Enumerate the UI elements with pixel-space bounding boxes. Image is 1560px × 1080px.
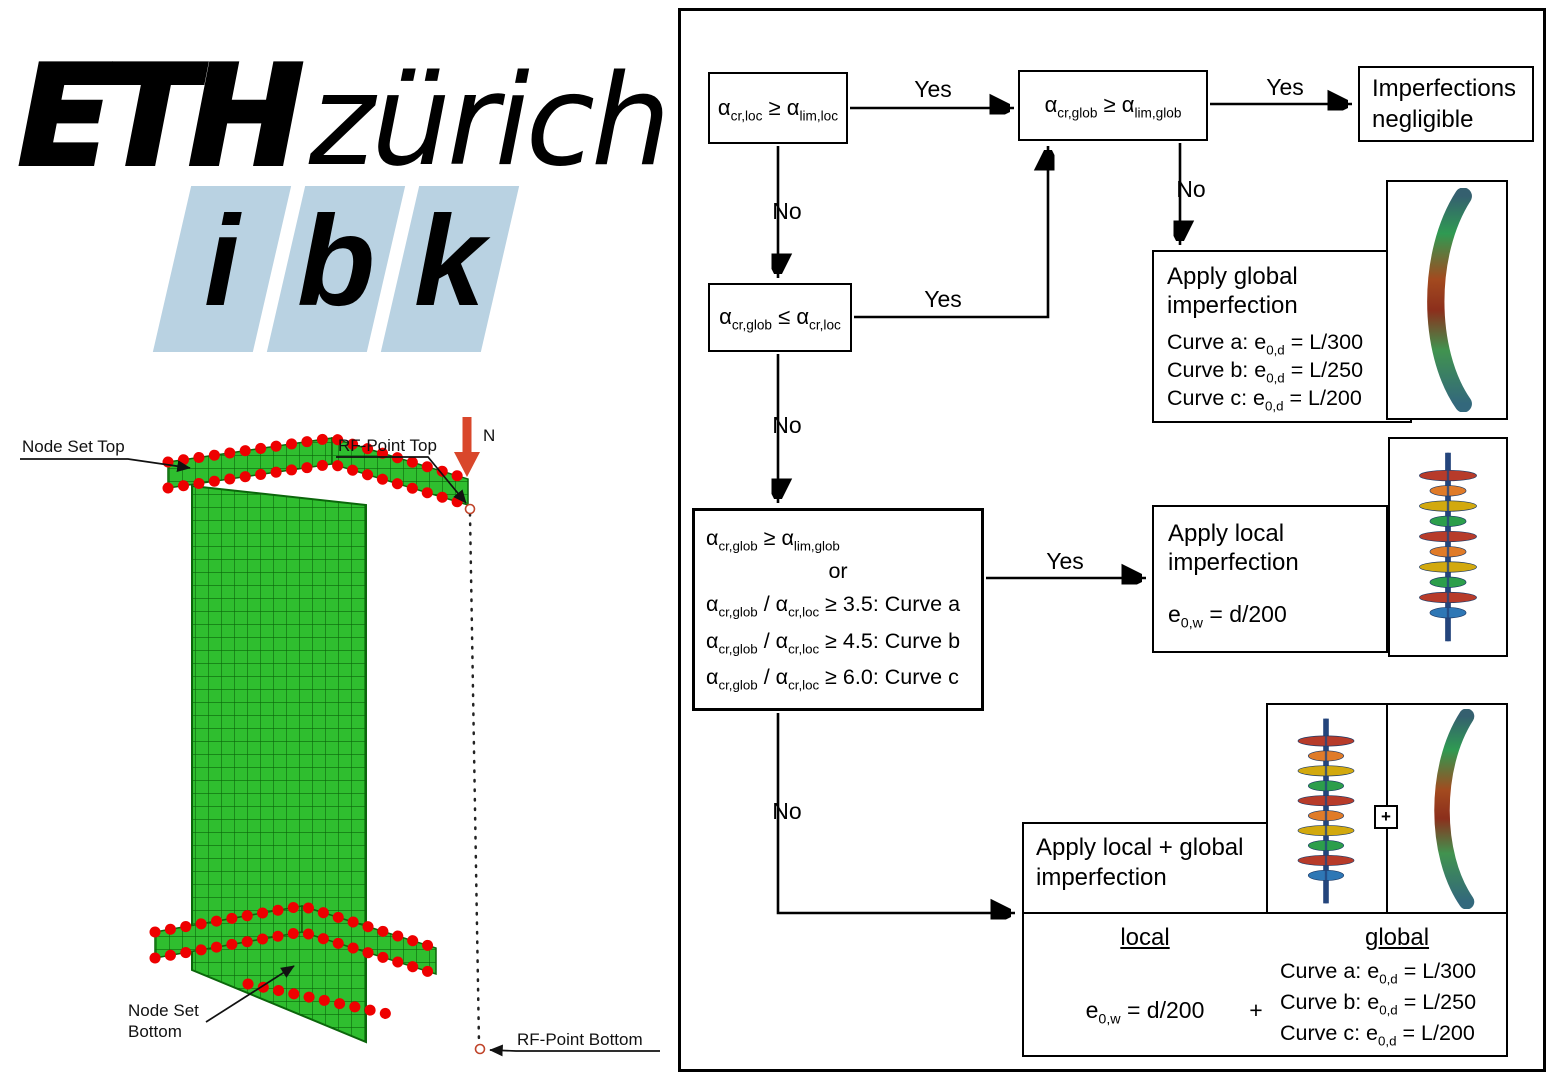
leader-rf-point-bottom (489, 1044, 660, 1057)
load-label: N (483, 426, 495, 445)
yes-label-global-negligible: Yes (1266, 74, 1304, 100)
ibk-cell-b: b (266, 186, 406, 352)
leader-node-set-top (20, 458, 191, 473)
local-formula: e0,w = d/200 (1168, 600, 1287, 632)
yes-label-local-global: Yes (914, 76, 952, 102)
box-glob-le-loc-formula: αcr,glob ≤ αcr,loc (719, 304, 841, 333)
box-apply-local: Apply local imperfection e0,w = d/200 (1152, 505, 1388, 653)
local-column-header: local (1120, 924, 1170, 951)
bottom-flange-mesh (154, 904, 437, 976)
global-bending-icon (1395, 188, 1499, 412)
node-dots-bottom-inner (149, 926, 442, 980)
apply-local-title: Apply local imperfection (1168, 520, 1299, 577)
combined-curve-b: Curve b: e0,d = L/250 (1280, 990, 1477, 1018)
label-node-set-bottom-line2: Bottom (128, 1022, 182, 1041)
combined-plus-sign: + (1249, 997, 1263, 1023)
box-local-check: αcr,loc ≥ αlim,loc (708, 72, 848, 144)
label-rf-point-bottom: RF-Point Bottom (517, 1030, 643, 1049)
rf-point-top-marker (464, 503, 476, 515)
box-combined-details: local global e0,w = d/200 + Curve a: e0,… (1022, 912, 1508, 1057)
yes-label-globle-up: Yes (924, 286, 962, 312)
leader-node-set-bottom (205, 965, 295, 1023)
apply-global-title: Apply global imperfection (1167, 263, 1298, 320)
no-label-local: No (772, 198, 802, 224)
combined-local-formula: e0,w = d/200 (1085, 997, 1205, 1028)
ibk-letter-k: k (414, 190, 486, 333)
box-global-check-formula: αcr,glob ≥ αlim,glob (1044, 92, 1182, 121)
ibk-cell-i: i (152, 186, 292, 352)
label-node-set-top: Node Set Top (22, 437, 125, 456)
load-arrow-icon (454, 417, 480, 477)
leader-lines (20, 456, 660, 1057)
ibk-logo: i b k (152, 186, 520, 352)
ratio-line1: αcr,glob ≥ αlim,glob (706, 526, 840, 554)
ratio-line-a: αcr,glob / αcr,loc ≥ 3.5: Curve a (706, 592, 961, 620)
label-rf-point-top: RF-Point Top (338, 436, 437, 455)
global-imperfection-image (1386, 180, 1508, 420)
global-curve-a: Curve a: e0,d = L/300 (1167, 329, 1364, 357)
apply-combined-title: Apply local + global imperfection (1036, 834, 1244, 891)
eth-wordmark: ETH (16, 34, 306, 199)
label-node-set-bottom-line1: Node Set (128, 1001, 199, 1020)
box-local-check-formula: αcr,loc ≥ αlim,loc (717, 94, 839, 124)
rf-point-bottom-marker (474, 1043, 486, 1055)
box-glob-le-loc: αcr,glob ≤ αcr,loc (708, 283, 852, 352)
yes-label-ratio-local: Yes (1046, 548, 1084, 574)
node-dots-top-inner (162, 458, 474, 511)
ibk-letter-b: b (296, 190, 376, 333)
box-apply-global: Apply global imperfection Curve a: e0,d … (1152, 250, 1412, 423)
box-ratio-condition: αcr,glob ≥ αlim,glob or αcr,glob / αcr,l… (692, 508, 984, 711)
node-set-dots (149, 432, 474, 1020)
box-global-check: αcr,glob ≥ αlim,glob (1018, 70, 1208, 141)
node-dots-top-outer (162, 432, 474, 485)
local-buckling-icon (1401, 447, 1495, 647)
negligible-line1: Imperfections (1372, 74, 1517, 102)
combined-local-buckling-icon (1278, 713, 1374, 909)
rf-axis-dotted-line (468, 512, 481, 1046)
plus-combine-icon: + (1374, 805, 1398, 829)
combined-curve-a: Curve a: e0,d = L/300 (1280, 959, 1477, 987)
box-apply-combined: Apply local + global imperfection (1022, 822, 1272, 915)
ratio-or: or (828, 559, 848, 584)
ibk-cell-k: k (380, 186, 520, 352)
combined-curve-c: Curve c: e0,d = L/200 (1280, 1021, 1475, 1049)
eth-city-text: zürich (308, 47, 671, 194)
node-dots-bottom-front (242, 978, 394, 1020)
combined-imperfection-image: + (1266, 703, 1508, 915)
fe-model-figure: N Node Set Top RF-Point Top Node Set Bot… (20, 417, 660, 1057)
global-curve-b: Curve b: e0,d = L/250 (1167, 357, 1364, 386)
ratio-line-c: αcr,glob / αcr,loc ≥ 6.0: Curve c (706, 664, 959, 693)
no-label-ratio: No (772, 798, 802, 824)
global-column-header: global (1364, 924, 1430, 951)
no-label-global: No (1176, 176, 1206, 202)
no-label-globle: No (772, 412, 802, 438)
combined-global-bending-icon (1402, 709, 1502, 909)
global-curve-c: Curve c: e0,d = L/200 (1167, 386, 1362, 414)
web-mesh (191, 484, 367, 1044)
box-imperfections-negligible: Imperfections negligible (1358, 66, 1534, 142)
negligible-line2: negligible (1372, 106, 1474, 133)
leader-rf-point-top (336, 456, 467, 504)
node-dots-bottom-outer (149, 900, 442, 954)
ibk-letter-i: i (204, 190, 240, 333)
local-imperfection-image (1388, 437, 1508, 657)
ratio-line-b: αcr,glob / αcr,loc ≥ 4.5: Curve b (706, 628, 961, 656)
